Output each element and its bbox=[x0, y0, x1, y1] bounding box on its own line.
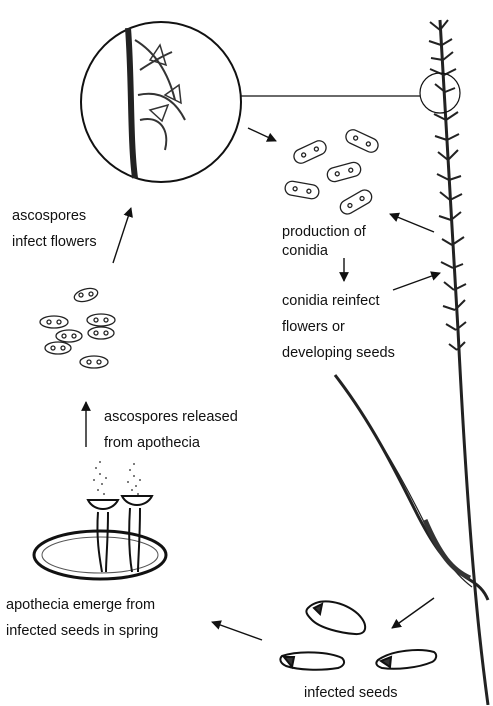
arrow-seeds-to-apothecia bbox=[212, 622, 262, 640]
label-production-of-conidia: production of conidia bbox=[282, 223, 366, 261]
infected-seeds-illustration bbox=[280, 601, 436, 669]
arrow-ascospores-up bbox=[113, 208, 131, 263]
magnified-floret-inset bbox=[81, 22, 460, 182]
arrow-to-conidia bbox=[248, 128, 276, 141]
label-apothecia-emerge: apothecia emerge from infected seeds in … bbox=[6, 592, 158, 644]
arrow-to-infected-seeds bbox=[392, 598, 434, 628]
ascospore-cluster bbox=[40, 286, 115, 368]
label-ascospores-released: ascospores released from apothecia bbox=[104, 404, 238, 456]
magnifier-small-circle bbox=[420, 73, 460, 113]
label-conidia-reinfect: conidia reinfect flowers or developing s… bbox=[282, 288, 395, 366]
label-ascospores-infect-flowers: ascospores infect flowers bbox=[12, 203, 97, 255]
released-spore-dots bbox=[93, 461, 141, 495]
grass-florets bbox=[429, 20, 466, 350]
apothecia-illustration bbox=[34, 461, 166, 579]
arrow-to-upper-stem bbox=[393, 273, 440, 290]
arrow-stem-to-production bbox=[390, 214, 434, 232]
label-infected-seeds: infected seeds bbox=[304, 680, 398, 706]
grass-stem bbox=[440, 20, 488, 705]
conidia-cluster bbox=[284, 127, 380, 216]
